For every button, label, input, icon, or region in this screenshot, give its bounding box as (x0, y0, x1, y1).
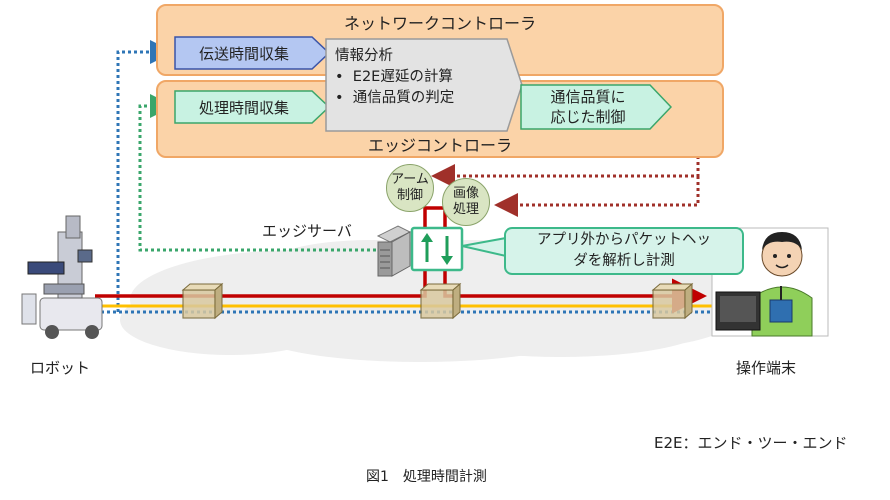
packet-measure-icon (410, 226, 464, 272)
quality-control-shape (520, 84, 672, 130)
processing-measure-path (138, 94, 382, 252)
transmit-time-collection-label: 伝送時間収集 (198, 44, 289, 63)
info-analysis-shape (325, 38, 523, 132)
edge-server-icon (376, 225, 412, 277)
transmit-time-collection-shape (174, 36, 330, 70)
processing-time-collection-shape (174, 90, 330, 124)
edge-controller-title: エッジコントローラ (367, 136, 512, 155)
operator-terminal-icon (711, 227, 829, 337)
callout-line2: ダを解析し計測 (573, 253, 675, 269)
info-analysis-content: 情報分析 • E2E遅延の計算 • 通信品質の判定 (335, 46, 505, 109)
info-analysis-title: 情報分析 (335, 48, 393, 64)
image-processing-bubble: 画像 処理 (442, 178, 490, 226)
packet-measure-callout: アプリ外からパケットヘッ ダを解析し計測 (504, 227, 744, 275)
robot-label: ロボット (30, 359, 91, 377)
quality-control-line1: 通信品質に (550, 88, 626, 106)
processing-time-collection-label: 処理時間収集 (198, 98, 289, 117)
quality-control-line2: 応じた制御 (550, 108, 626, 126)
network-controller-title: ネットワークコントローラ (343, 14, 536, 33)
edge-server-label: エッジサーバ (262, 222, 352, 240)
e2e-legend: E2E：エンド・ツー・エンド (654, 434, 848, 452)
image-processing-line2: 処理 (452, 202, 479, 217)
info-analysis-item-1: • 通信品質の判定 (335, 90, 455, 106)
quality-control-label: 通信品質に 応じた制御 (522, 84, 654, 130)
info-analysis-item-0: • E2E遅延の計算 (335, 69, 453, 85)
router-cube-center (419, 282, 462, 320)
arm-control-bubble: アーム 制御 (386, 164, 434, 212)
robot-icon (21, 215, 103, 339)
control-feedback-path-2 (494, 176, 700, 217)
red-data-path (95, 206, 707, 314)
arm-control-line1: アーム (391, 172, 429, 187)
terminal-label: 操作端末 (736, 359, 797, 377)
router-cube-right (651, 282, 694, 320)
router-cube-left (181, 282, 224, 320)
arm-control-line2: 制御 (396, 188, 423, 203)
figure-caption: 図1 処理時間計測 (366, 469, 487, 485)
callout-line1: アプリ外からパケットヘッ (537, 232, 711, 248)
image-processing-line1: 画像 (452, 186, 479, 201)
transmit-measure-path (116, 40, 174, 312)
